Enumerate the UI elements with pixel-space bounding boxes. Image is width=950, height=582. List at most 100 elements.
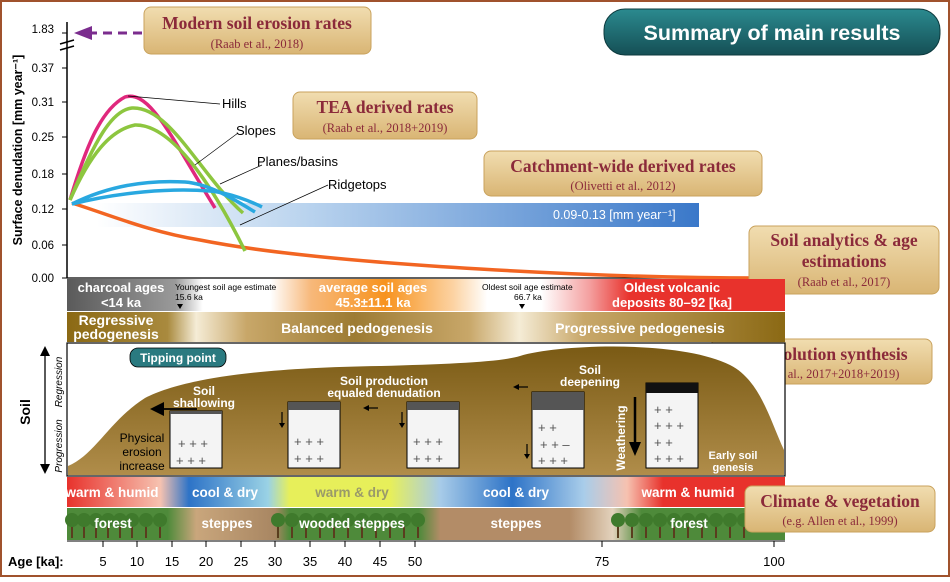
tree-icon	[71, 526, 73, 538]
tree-icon	[611, 513, 625, 527]
soil-column-crosses: + + +	[413, 434, 443, 449]
box-modern: Modern soil erosion rates (Raab et al., …	[143, 6, 372, 55]
soil-column-crosses: + + +	[413, 451, 443, 466]
slopes-leader	[194, 132, 239, 166]
box-analytics-bg	[748, 225, 940, 295]
small-down-arrowhead	[399, 423, 405, 428]
tree-icon	[271, 513, 285, 527]
box-tea-title: TEA derived rates	[316, 97, 453, 117]
tree-icon	[743, 526, 745, 538]
ridgetops-curve	[71, 201, 761, 280]
small-left-arrowhead	[513, 384, 519, 390]
tree-icon	[645, 526, 647, 538]
tree-icon	[355, 513, 369, 527]
soil-column-top	[170, 411, 222, 414]
tree-icon	[77, 513, 91, 527]
weathering-label: Weathering	[614, 405, 628, 470]
tree-icon	[305, 526, 307, 538]
y-axis-title: Surface denudation [mm year⁻¹]	[11, 55, 25, 246]
axis-break-mark	[59, 39, 75, 45]
x-tick-label: 5	[99, 554, 106, 569]
tree-icon	[277, 526, 279, 538]
soil-axis-label: Soil	[17, 399, 33, 425]
tree-icon	[341, 513, 355, 527]
tree-icon	[159, 526, 161, 538]
pedogenesis-row-bg	[67, 312, 785, 342]
tree-icon	[653, 513, 667, 527]
y-tick-label: 0.12	[32, 204, 54, 216]
tree-icon	[327, 513, 341, 527]
climate-row: warm & humid cool & dry warm & dry cool …	[64, 477, 785, 507]
title-bg	[603, 8, 941, 56]
soil-column-crosses: + + –	[540, 437, 570, 452]
tree-icon	[625, 513, 639, 527]
balanced-label: Balanced pedogenesis	[281, 320, 433, 336]
tree-icon	[709, 513, 723, 527]
planes-label: Planes/basins	[257, 154, 338, 169]
tree-icon	[333, 526, 335, 538]
vegetation-row: forest steppes wooded steppes steppes fo…	[65, 508, 785, 540]
x-tick-label: 100	[763, 554, 785, 569]
soil-column-crosses: + + +	[294, 434, 324, 449]
soil-column-crosses: + + +	[294, 451, 324, 466]
title-banner: Summary of main results	[603, 8, 941, 56]
soil-column-crosses: + + +	[654, 418, 684, 433]
age-axis-label: Age [ka]:	[8, 554, 64, 569]
soil-column-5: + + + + + + + + + +	[645, 382, 699, 469]
physical-label-2: erosion	[122, 445, 161, 459]
shallowing-label-1: Soil	[193, 384, 215, 398]
early-genesis-label-2: genesis	[713, 462, 754, 474]
x-tick-label: 15	[165, 554, 179, 569]
soil-evolution-panel: Tipping point Soil Regression Progressio…	[17, 342, 786, 477]
deepening-label-2: deepening	[560, 375, 620, 389]
box-modern-ref: (Raab et al., 2018)	[211, 37, 304, 51]
regressive-label-2: pedogenesis	[73, 326, 159, 342]
planes-curve-2	[71, 188, 263, 209]
progression-label: Progression	[54, 419, 65, 473]
y-tick-label: 0.25	[32, 132, 54, 144]
box-analytics-title-2: estimations	[802, 251, 887, 271]
box-climate: Climate & vegetation (e.g. Allen et al.,…	[744, 485, 936, 533]
planes-curve-1	[71, 179, 256, 214]
soil-column-crosses: + + +	[176, 453, 206, 468]
progressive-label: Progressive pedogenesis	[555, 320, 725, 336]
climate-row-bg	[67, 477, 785, 507]
box-analytics: Soil analytics & age estimations (Raab e…	[748, 225, 940, 295]
average-value: 45.3±11.1 ka	[335, 295, 411, 310]
soil-column-3: + + + + + +	[406, 401, 460, 469]
regressive-label-1: Regressive	[79, 312, 154, 328]
tree-icon	[695, 513, 709, 527]
tree-icon	[667, 513, 681, 527]
tree-icon	[639, 513, 653, 527]
climate-label: cool & dry	[483, 485, 550, 500]
slopes-curve-1	[68, 106, 245, 215]
modern-rate-arrowhead	[74, 26, 92, 40]
y-tick-label: 0.00	[32, 273, 54, 285]
tree-icon	[701, 526, 703, 538]
volcanic-value: deposits 80–92 [ka]	[612, 295, 732, 310]
average-label: average soil ages	[319, 280, 427, 295]
youngest-value: 15.6 ka	[175, 292, 203, 302]
planes-leader	[219, 164, 263, 185]
volcanic-label: Oldest volcanic	[624, 280, 720, 295]
box-catchment-ref: (Olivetti et al., 2012)	[570, 179, 675, 193]
tree-icon	[153, 513, 167, 527]
soil-column-crosses: + + +	[538, 453, 568, 468]
tree-icon	[107, 526, 109, 538]
tree-icon	[723, 513, 737, 527]
x-tick-label: 50	[408, 554, 422, 569]
box-catchment-bg	[483, 150, 763, 197]
tree-icon	[631, 526, 633, 538]
tree-icon	[131, 526, 133, 538]
y-tick-label: 0.06	[32, 240, 54, 252]
tree-icon	[319, 526, 321, 538]
x-tick-label: 30	[268, 554, 282, 569]
tree-icon	[113, 513, 127, 527]
ridgetops-leader	[239, 184, 329, 226]
tree-icon	[417, 526, 419, 538]
x-tick-label: 25	[234, 554, 248, 569]
x-tick-label: 10	[130, 554, 144, 569]
soil-column-crosses: + + +	[178, 436, 208, 451]
